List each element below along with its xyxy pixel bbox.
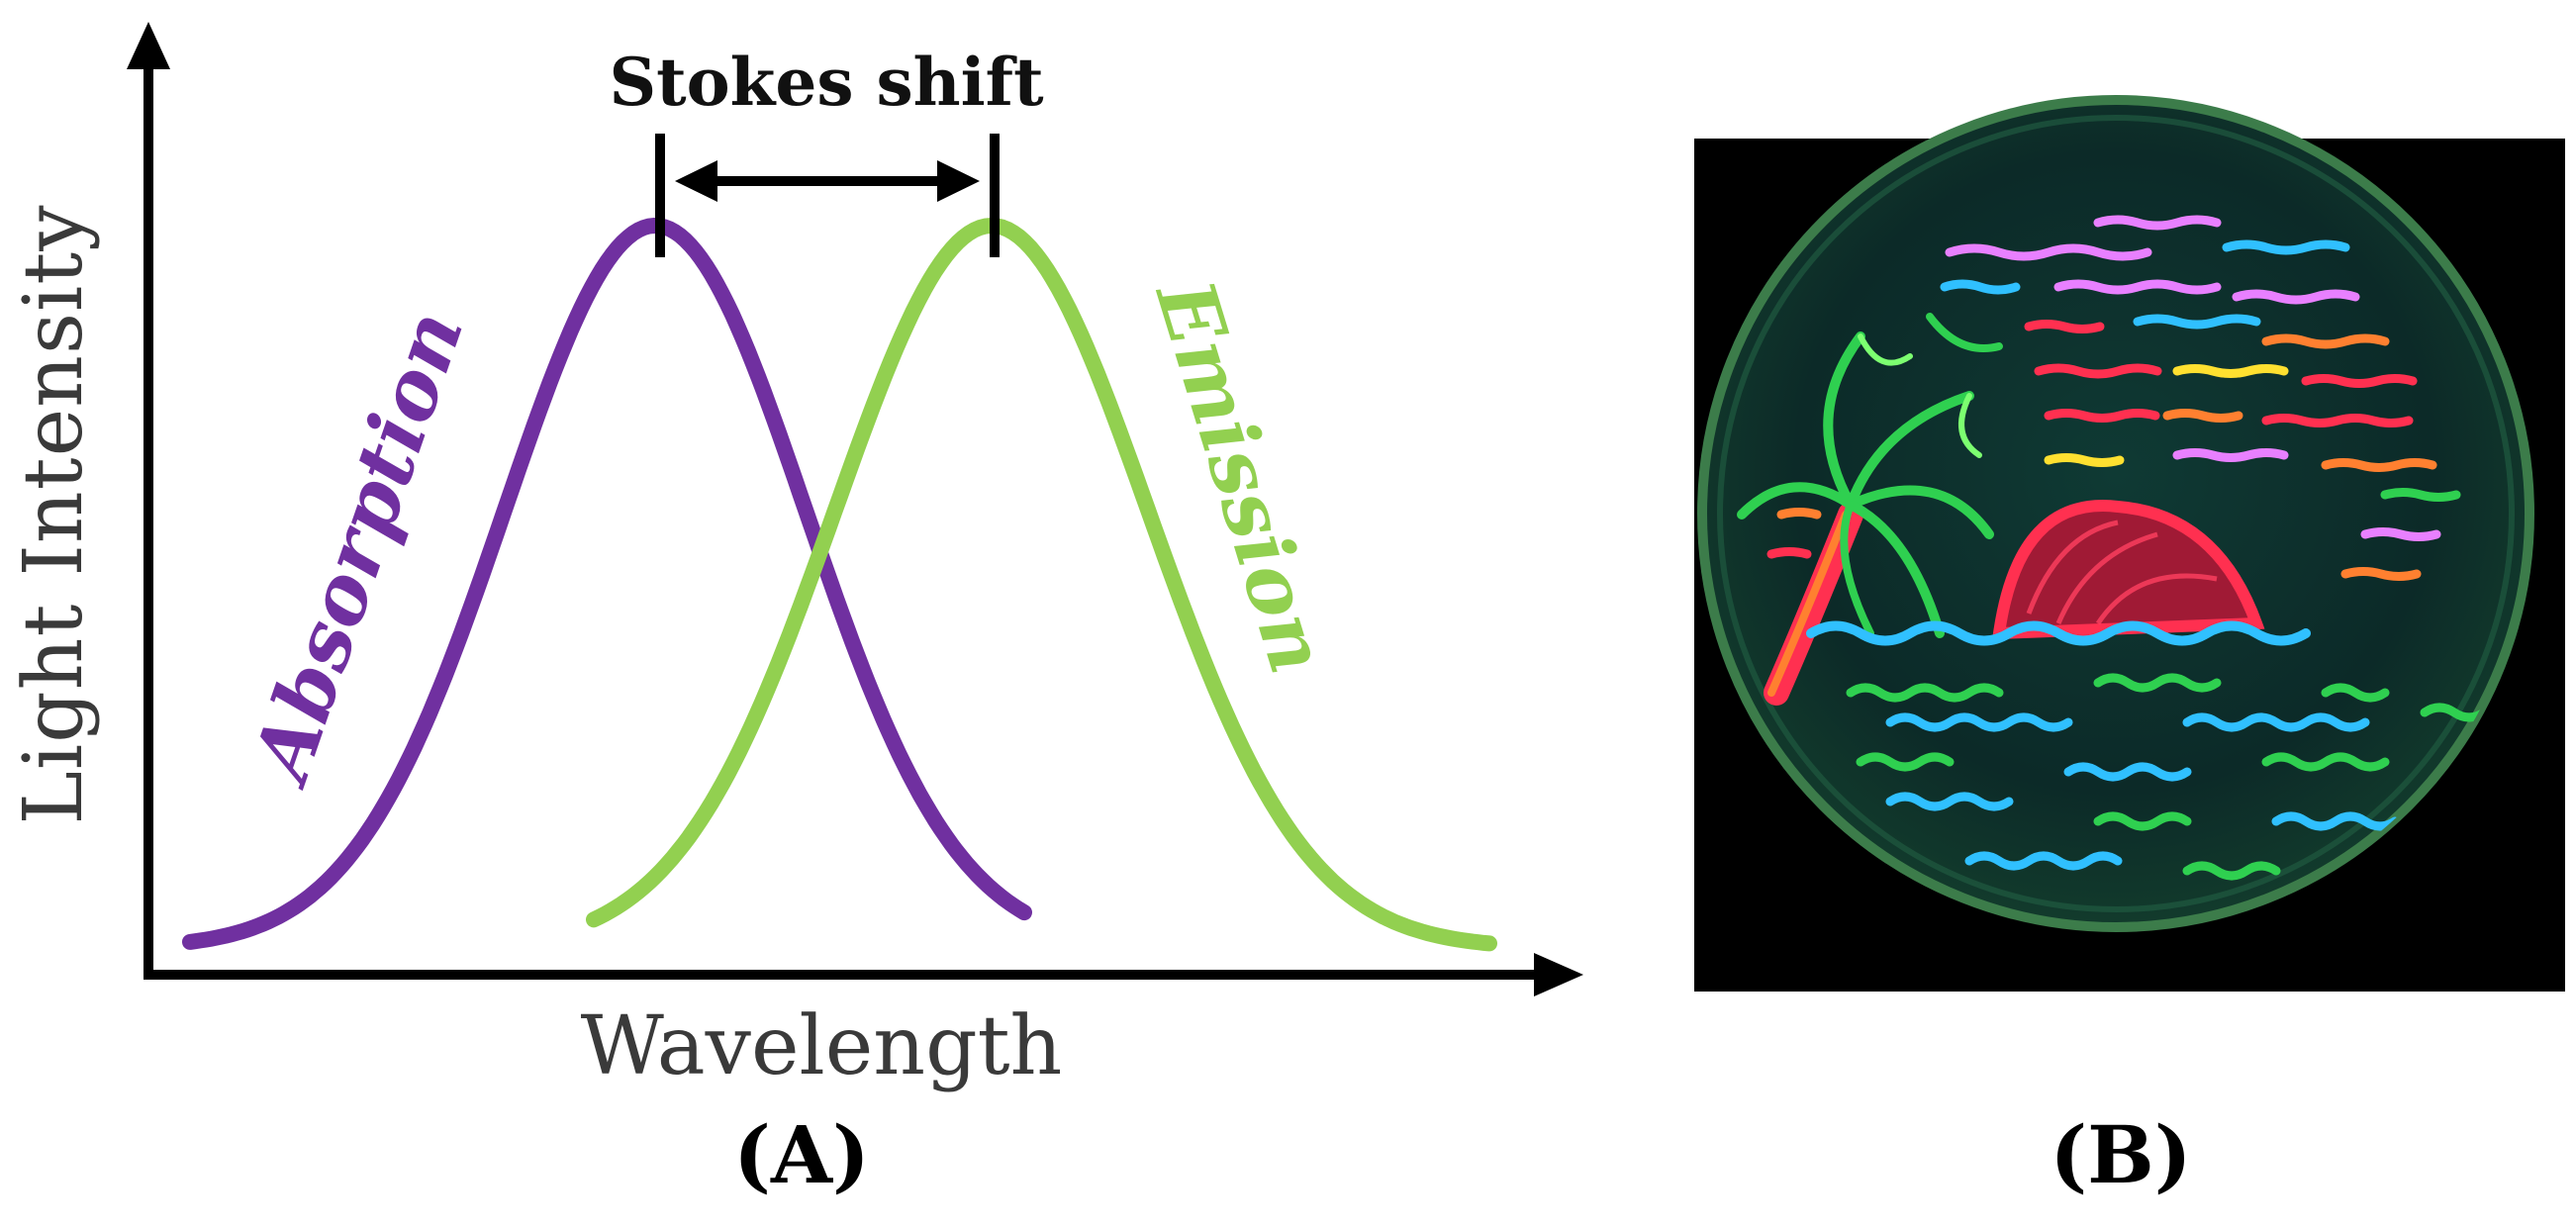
emission-curve [586,217,1497,952]
sun-streaks [2026,520,2218,625]
x-axis-label: Wavelength [581,999,1063,1093]
emission-label: Emission [1138,268,1346,684]
stokes-shift-label: Stokes shift [609,44,1044,121]
petri-dish-rim [1717,115,2515,912]
x-axis-arrowhead [1534,953,1583,996]
y-axis-label: Light Intensity [7,204,101,824]
panel-a: Stokes shift Absorption Emission Light I… [7,22,1583,1201]
palm-tree [1737,313,2003,706]
stokes-shift-arrow-left-head [675,160,717,202]
absorption-curve [182,217,1032,950]
panel-a-caption: (A) [733,1108,870,1201]
horizon-wave [1806,620,2311,646]
stokes-shift-arrow-right-head [937,160,980,202]
y-axis-arrowhead [127,22,170,69]
panel-b-caption: (B) [2050,1108,2191,1201]
sea-waves [1846,673,2489,881]
sun-dome [1992,500,2265,640]
absorption-label: Absorption [232,299,481,798]
sky-streaks [1766,215,2461,581]
panel-b: (B) [1694,95,2565,1201]
petri-dish-photo [1697,95,2534,932]
